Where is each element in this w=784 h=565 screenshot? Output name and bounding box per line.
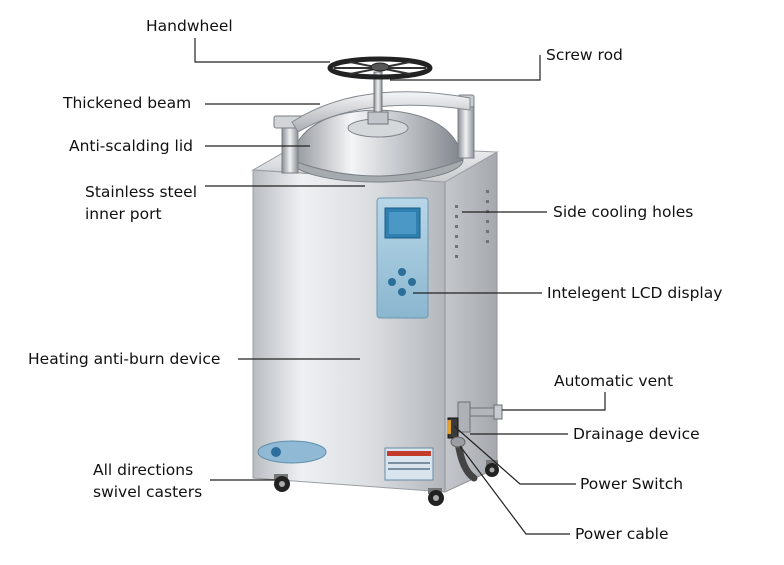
label-screw-rod: Screw rod [546,46,623,64]
label-casters-line1: All directions [93,461,194,479]
caster-right [428,488,444,506]
leader-lines [194,38,606,535]
caster-left [274,474,290,492]
label-power-switch: Power Switch [580,475,684,493]
panel-button-right [408,278,416,286]
beam [291,91,471,133]
leader-screw-rod [390,55,541,81]
label-casters-line2: swivel casters [93,483,203,501]
screw-collar [367,111,389,125]
label-inner-port: Stainless steel inner port [85,181,225,225]
vent-valve [467,407,496,417]
label-heating-device: Heating anti-burn device [28,350,221,368]
brand-badge [257,440,327,464]
leader-vent [502,392,606,411]
leader-handwheel [194,38,330,63]
label-side-cooling-holes: Side cooling holes [553,203,694,221]
leader-power-cable [459,445,570,535]
right-post [457,103,475,159]
caster-back [485,460,499,477]
panel-button-up [398,268,406,276]
label-inner-port-line1: Stainless steel [85,183,197,201]
handwheel-rim [327,56,433,80]
panel-button-down [398,288,406,296]
label-inner-port-line2: inner port [85,205,162,223]
cooling-holes [455,190,489,258]
drain-valve [457,401,471,433]
panel-button-left [388,278,396,286]
label-casters: All directions swivel casters [93,459,233,503]
handwheel-hub [370,62,390,72]
label-power-cable: Power cable [575,525,669,543]
label-anti-scalding-lid: Anti-scalding lid [69,137,193,155]
label-handwheel: Handwheel [146,17,233,35]
label-automatic-vent: Automatic vent [554,372,674,390]
label-lcd-display: Intelegent LCD display [547,284,723,302]
leader-power-switch [453,425,576,485]
label-thickened-beam: Thickened beam [63,94,192,112]
label-drainage-device: Drainage device [573,425,700,443]
